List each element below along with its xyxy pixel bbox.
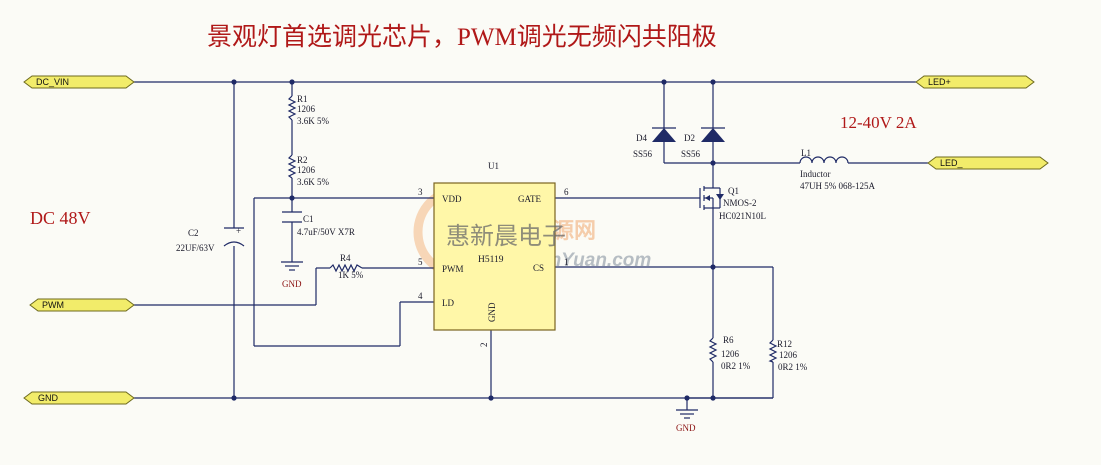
svg-text:0R2 1%: 0R2 1% [721,361,751,371]
svg-text:1206: 1206 [297,165,316,175]
svg-text:3.6K 5%: 3.6K 5% [297,116,329,126]
chip-ref: U1 [488,161,499,171]
svg-text:PWM: PWM [42,300,64,310]
svg-text:6: 6 [564,187,569,197]
svg-text:1: 1 [564,257,569,267]
pin-pwm: PWM [442,264,464,274]
svg-text:1206: 1206 [721,349,740,359]
diagram-title: 景观灯首选调光芯片，PWM调光无频闪共阳极 [207,23,717,51]
svg-text:4: 4 [418,291,423,301]
svg-text:C1: C1 [303,214,314,224]
diode-d4: D4 SS56 [633,127,676,159]
svg-text:1206: 1206 [779,350,798,360]
svg-text:Inductor: Inductor [800,169,831,179]
svg-text:1K 5%: 1K 5% [338,270,364,280]
svg-text:SS56: SS56 [681,149,701,159]
diode-d2: D2 SS56 [681,127,725,159]
svg-text:1206: 1206 [297,104,316,114]
pin-cs: CS [533,263,544,273]
junctions [231,79,716,401]
chip-part: H5119 [478,255,504,265]
svg-text:R12: R12 [777,339,792,349]
pin-vdd: VDD [442,194,462,204]
svg-text:R1: R1 [297,94,308,104]
svg-text:47UH 5% 068-125A: 47UH 5% 068-125A [800,181,875,191]
chip-u1: U1 VDD GATE PWM CS LD GND H5119 3 6 5 1 … [418,161,569,347]
ground-icon: GND [676,409,698,433]
wires [134,81,928,410]
resistor-r12: R12 1206 0R2 1% [768,339,808,372]
port-led-plus: LED+ [915,75,1035,89]
svg-text:2: 2 [479,343,489,348]
svg-text:+: + [236,226,241,236]
svg-text:D4: D4 [636,133,647,143]
svg-text:GND: GND [676,423,696,433]
resistor-r6: R6 1206 0R2 1% [708,335,751,371]
svg-text:DC_VIN: DC_VIN [36,77,69,87]
pin-gate: GATE [518,194,541,204]
svg-text:3.6K 5%: 3.6K 5% [297,177,329,187]
capacitor-c2: + C2 22UF/63V [176,226,245,253]
resistor-r1: R1 1206 3.6K 5% [287,94,329,126]
svg-text:NMOS-2: NMOS-2 [723,198,757,208]
svg-text:GND: GND [38,393,59,403]
svg-text:LED+: LED+ [928,77,951,87]
svg-text:Q1: Q1 [728,186,739,196]
port-gnd: GND [23,391,135,405]
port-pwm: PWM [29,298,135,312]
svg-text:L1: L1 [801,148,811,158]
svg-text:SS56: SS56 [633,149,653,159]
svg-text:22UF/63V: 22UF/63V [176,243,215,253]
inductor-l1: L1 Inductor 47UH 5% 068-125A [799,148,875,191]
capacitor-c1: C1 4.7uF/50V X7R [282,211,355,237]
svg-text:HC021N10L: HC021N10L [719,211,766,221]
resistor-r4: R4 1K 5% [329,253,364,280]
port-led-minus: LED_ [927,156,1049,170]
pin-gnd: GND [487,302,497,322]
ground-icon: GND [281,261,303,289]
svg-text:R2: R2 [297,155,308,165]
svg-text:GND: GND [282,279,302,289]
svg-text:4.7uF/50V X7R: 4.7uF/50V X7R [297,227,355,237]
svg-text:LED_: LED_ [940,158,964,168]
input-voltage-label: DC 48V [30,208,91,228]
svg-text:3: 3 [418,187,423,197]
svg-text:R4: R4 [340,253,351,263]
svg-text:C2: C2 [188,228,199,238]
pin-ld: LD [442,298,454,308]
port-dc-vin: DC_VIN [23,75,135,89]
output-rating-label: 12-40V 2A [840,113,917,132]
svg-text:0R2 1%: 0R2 1% [778,362,808,372]
resistor-r2: R2 1206 3.6K 5% [287,154,329,187]
watermark-company: 惠新晨电子 [446,222,566,250]
mosfet-q1: Q1 NMOS-2 HC021N10L [699,186,766,221]
svg-text:D2: D2 [684,133,695,143]
svg-text:5: 5 [418,257,423,267]
svg-text:R6: R6 [723,335,734,345]
